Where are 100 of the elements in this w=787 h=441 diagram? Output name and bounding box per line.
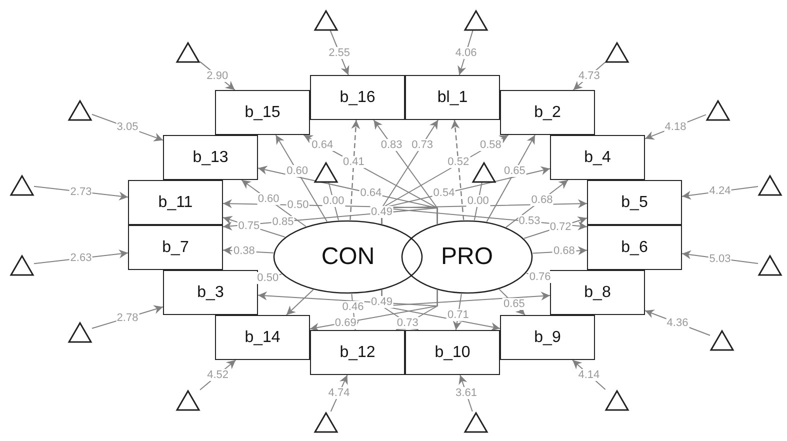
- edge-label: 0.46: [341, 301, 365, 314]
- variable-label: b_16: [340, 88, 376, 106]
- indicator-box: [310, 75, 405, 120]
- intercept-triangle: [10, 174, 34, 196]
- indicator-box: [405, 75, 500, 120]
- edge-label: 0.64: [359, 187, 383, 200]
- intercept-triangle: [758, 254, 782, 276]
- edge-label: 4.74: [327, 387, 351, 400]
- edge-label: 0.53: [518, 215, 542, 228]
- edge-label: 0.41: [342, 156, 366, 168]
- arrow: [330, 30, 350, 76]
- arrow: [498, 288, 526, 316]
- arrow: [200, 360, 236, 390]
- arrow: [572, 360, 606, 390]
- indicator-box: [587, 225, 682, 270]
- edge-label: 0.64: [310, 139, 334, 152]
- arrow: [506, 180, 568, 228]
- variable-label: b_4: [584, 148, 611, 166]
- indicator-box: [128, 225, 223, 270]
- arrow: [452, 293, 462, 330]
- edge-label: 0.60: [286, 165, 309, 178]
- variable-label: b_3: [197, 284, 224, 302]
- arrow: [644, 114, 706, 140]
- arrow: [381, 207, 588, 230]
- edge-label: 0.54: [432, 187, 456, 200]
- edge-label: 4.14: [577, 368, 601, 381]
- intercept-triangle: [464, 10, 488, 30]
- indicator-box: [500, 90, 595, 135]
- edge-label: 2.73: [69, 186, 93, 198]
- edge-label: 2.78: [116, 312, 140, 324]
- edge-label: 0.76: [528, 270, 552, 283]
- edge-label: 0.85: [271, 216, 295, 228]
- arrow: [258, 290, 438, 307]
- intercept-triangle: [710, 330, 734, 350]
- variable-label: b_11: [158, 194, 193, 212]
- edge-label: 0.50: [286, 199, 310, 212]
- edge-label: 0.68: [552, 245, 576, 258]
- arrow: [286, 289, 314, 316]
- edge-label: 0.75: [237, 220, 261, 232]
- intercept-triangle: [176, 390, 200, 410]
- edge-label: 2.63: [69, 252, 93, 264]
- variable-label: b_14: [244, 328, 280, 346]
- intercept-triangle: [464, 412, 488, 432]
- intercept-triangle: [706, 100, 730, 120]
- edge-label: 0.73: [396, 317, 420, 330]
- intercept-triangle: [176, 42, 200, 62]
- variable-label: b_5: [621, 194, 648, 212]
- edge-label: 0.65: [502, 298, 526, 310]
- factor-label: PRO: [440, 243, 493, 271]
- arrow: [34, 249, 128, 264]
- variable-label: b_13: [192, 148, 228, 166]
- variable-label: b_8: [584, 284, 611, 302]
- indicator-box: [550, 135, 645, 180]
- edge-label: 0.71: [446, 308, 470, 321]
- intercept-triangle: [10, 254, 34, 276]
- edge-label: 0.50: [256, 272, 280, 284]
- intercept-triangle: [472, 162, 496, 182]
- indicator-box: [163, 135, 258, 180]
- intercept-triangle: [68, 322, 92, 342]
- edge-label: 0.38: [232, 245, 256, 258]
- arrow: [330, 374, 348, 412]
- indicator-box: [405, 330, 500, 375]
- variable-label: b_7: [162, 238, 189, 256]
- factor-label: CON: [321, 243, 375, 271]
- indicator-box: [128, 180, 223, 225]
- arrow: [644, 310, 710, 336]
- edge-label: 0.72: [548, 220, 572, 233]
- arrow: [381, 290, 419, 330]
- edge-label: 5.03: [708, 252, 732, 265]
- edge-label: 4.73: [577, 70, 601, 82]
- edge-label: 4.36: [666, 317, 690, 330]
- intercept-triangle: [314, 412, 338, 432]
- intercept-triangle: [605, 390, 629, 410]
- edge-label: 0.83: [380, 138, 404, 151]
- indicator-box: [587, 180, 682, 225]
- indicator-box: [500, 315, 595, 360]
- edge-label: 2.55: [328, 46, 351, 59]
- variable-label: b_10: [434, 344, 470, 362]
- arrow: [241, 180, 306, 227]
- edge-label: 0.69: [334, 316, 358, 329]
- arrow: [458, 30, 474, 76]
- edge-label: 0.60: [256, 193, 280, 206]
- edge-label: 0.49: [370, 206, 394, 218]
- edge-label: 3.61: [454, 387, 478, 400]
- edge-label: 0.73: [410, 138, 434, 151]
- indicator-box: [310, 330, 405, 375]
- intercept-triangle: [314, 162, 338, 182]
- indicator-box: [550, 270, 645, 315]
- indicator-box: [215, 315, 310, 360]
- dashed-arrow: [350, 120, 360, 220]
- edge-label: 0.68: [530, 194, 554, 206]
- edge-label: 4.52: [206, 368, 230, 381]
- edge-label: 0.49: [370, 296, 394, 308]
- arrow: [275, 134, 328, 222]
- variable-label: b_9: [534, 328, 561, 346]
- arrow: [34, 186, 128, 201]
- variable-label: b_2: [534, 104, 561, 122]
- edge-label: 0.65: [502, 165, 526, 178]
- indicator-box: [215, 90, 310, 135]
- edge-label: 0.58: [479, 139, 502, 152]
